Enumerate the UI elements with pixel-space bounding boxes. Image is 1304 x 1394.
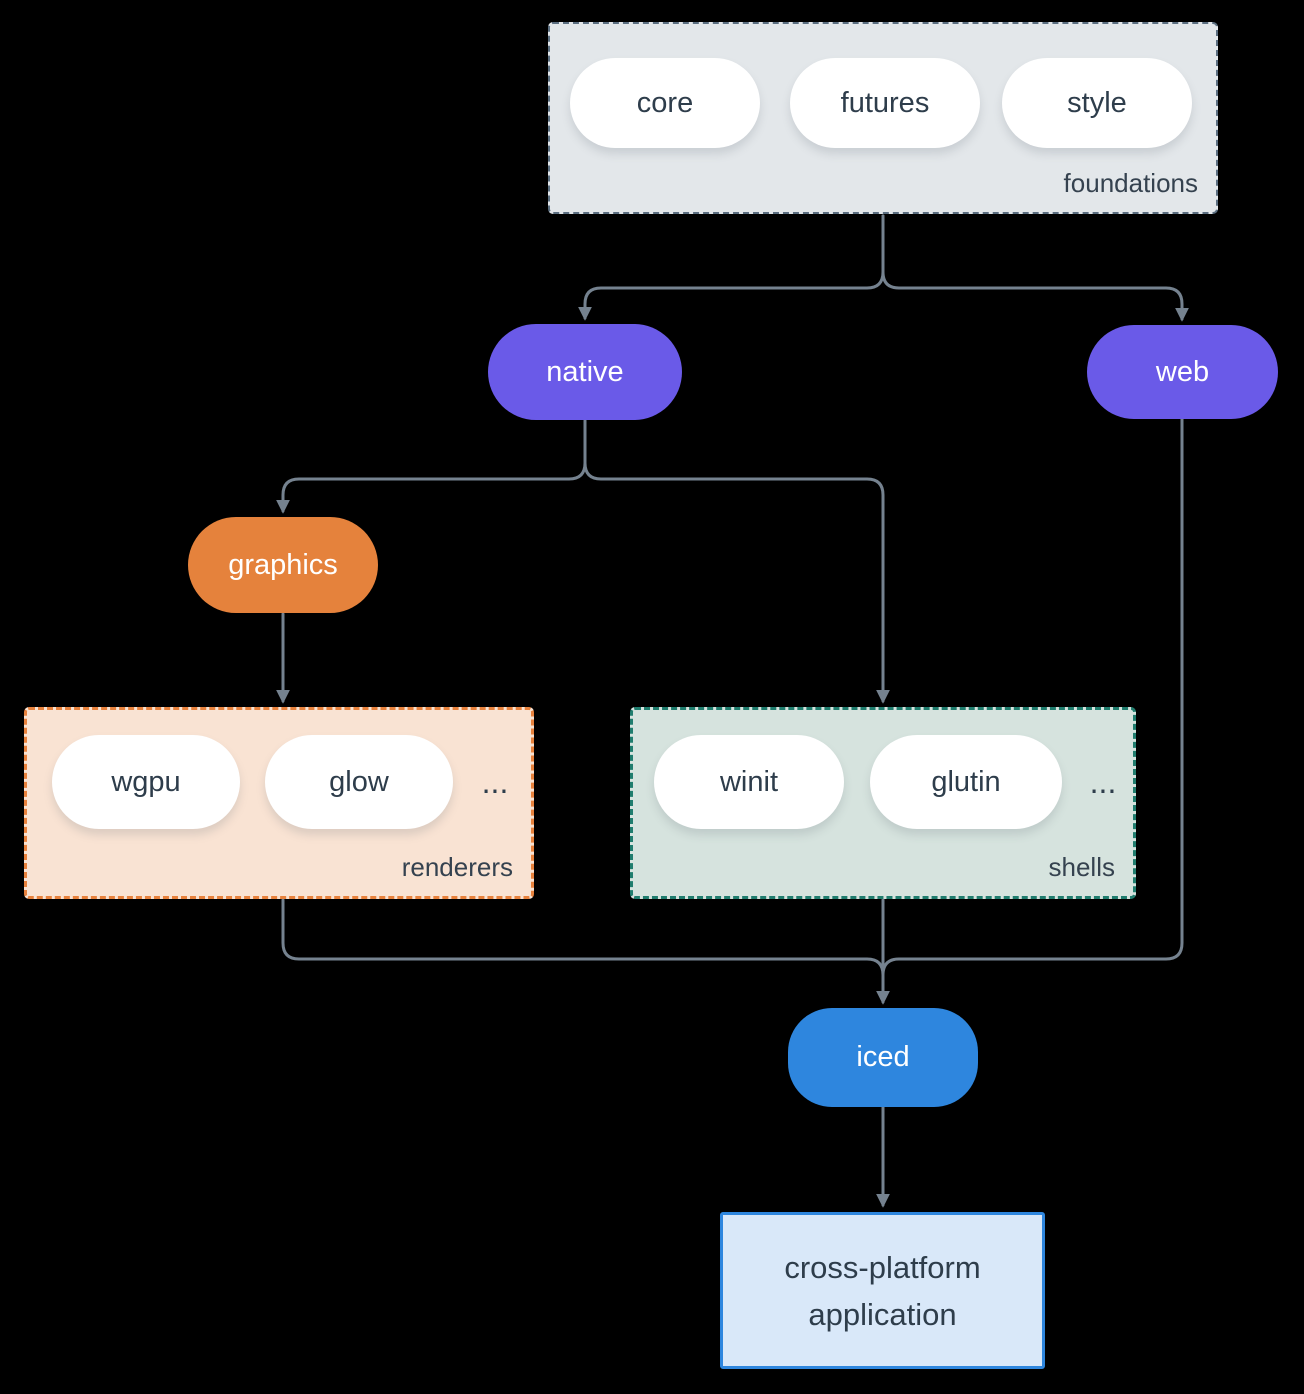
pill-glow: glow bbox=[265, 735, 453, 829]
pill-glutin: glutin bbox=[870, 735, 1062, 829]
renderers-ellipsis: ... bbox=[481, 763, 509, 800]
pill-style: style bbox=[1002, 58, 1192, 148]
application-label-line1: cross-platform bbox=[784, 1249, 981, 1285]
application-box: cross-platform application bbox=[720, 1212, 1045, 1369]
pill-style-label: style bbox=[1067, 86, 1127, 119]
node-native-label: native bbox=[546, 355, 624, 388]
node-web: web bbox=[1087, 325, 1278, 419]
group-shells: winit glutin ... shells bbox=[630, 707, 1136, 899]
shells-group-label: shells bbox=[1048, 852, 1115, 882]
pill-futures-label: futures bbox=[840, 86, 930, 119]
node-native: native bbox=[488, 324, 682, 420]
pill-glow-label: glow bbox=[329, 765, 389, 798]
pill-wgpu: wgpu bbox=[52, 735, 240, 829]
group-renderers: wgpu glow ... renderers bbox=[24, 707, 534, 899]
application-label-line2: application bbox=[808, 1296, 957, 1332]
foundations-group-label: foundations bbox=[1063, 168, 1198, 198]
group-foundations: core futures style foundations bbox=[548, 22, 1218, 214]
pill-winit: winit bbox=[654, 735, 844, 829]
shells-ellipsis: ... bbox=[1089, 763, 1117, 800]
node-iced-label: iced bbox=[856, 1041, 910, 1073]
pill-futures: futures bbox=[790, 58, 980, 148]
edge-foundations-native bbox=[578, 214, 885, 321]
edge-foundations-web bbox=[881, 214, 1189, 322]
renderers-group-label: renderers bbox=[401, 852, 513, 882]
pill-core: core bbox=[570, 58, 760, 148]
pill-glutin-label: glutin bbox=[931, 765, 1001, 798]
pill-winit-label: winit bbox=[719, 765, 778, 798]
edge-native-graphics bbox=[276, 419, 587, 514]
edge-native-shells bbox=[583, 419, 890, 704]
edge-renderers-merge bbox=[281, 898, 885, 977]
node-web-label: web bbox=[1155, 355, 1210, 388]
node-graphics: graphics bbox=[188, 517, 378, 613]
pill-core-label: core bbox=[636, 86, 694, 119]
node-iced: iced bbox=[788, 1008, 978, 1107]
pill-wgpu-label: wgpu bbox=[111, 765, 181, 798]
node-graphics-label: graphics bbox=[228, 548, 338, 581]
